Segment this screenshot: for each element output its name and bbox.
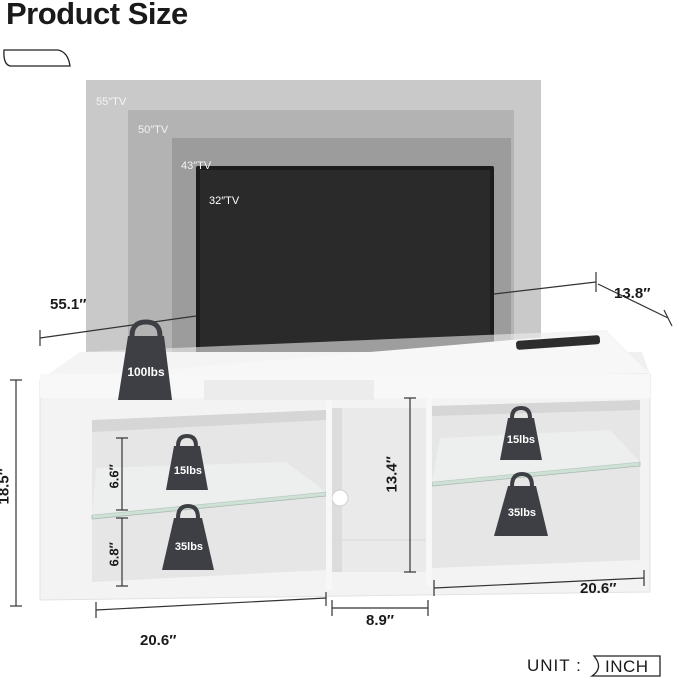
width-dimension-line-right [493,281,597,295]
cable-hole [331,489,349,507]
unit-value: INCH [605,657,649,676]
shelf-lower-label: 6.8″ [106,542,122,567]
tv-screen-inner [200,170,490,356]
right-width-label: 20.6″ [580,580,617,597]
depth-dimension-line [597,283,669,319]
title-underline [3,49,71,67]
shelf-upper-label: 6.6″ [106,464,122,489]
left-compartment-top-shadow [92,410,326,432]
left-width-dimension-line [95,597,327,611]
center-height-label: 13.4″ [383,456,401,493]
divider-left [326,400,332,590]
stand-drawer-shadow [204,380,374,400]
divider-right [426,398,432,586]
weight-left-lower-label: 35lbs [174,541,204,553]
remote-control [516,335,601,350]
page-title: Product Size [6,0,188,31]
unit-label: UNIT : [527,656,582,675]
weight-right-lower-label: 35lbs [507,507,537,519]
tv-50-label: 50″TV [138,124,169,136]
center-width-label: 8.9″ [366,612,395,629]
width-label: 55.1″ [50,296,87,313]
weight-left-lower-icon [162,503,214,570]
left-glass-shelf-top [92,462,326,515]
unit-box [589,655,661,677]
weight-right-upper-label: 15lbs [506,434,536,446]
weight-left-upper-icon [166,433,208,490]
depth-label: 13.8″ [614,285,651,302]
center-compartment [330,408,426,572]
stand-top [40,332,650,380]
tv-32-label: 32″TV [209,195,240,207]
weight-right-lower-icon [494,471,548,536]
weight-top-icon [118,319,172,400]
weight-left-upper-label: 15lbs [173,465,203,477]
weight-right-upper-icon [500,405,542,460]
right-width-dimension-line [433,577,645,589]
center-inner-wall [330,408,342,572]
left-width-label: 20.6″ [140,632,177,649]
right-compartment-top-shadow [432,400,640,416]
right-compartment [432,400,640,568]
tv-43-label: 43″TV [181,160,212,172]
tv-55-label: 55″TV [96,96,127,108]
weight-top-label: 100lbs [127,365,165,379]
height-label: 18.5″ [0,468,13,505]
width-dimension-line [39,315,197,339]
